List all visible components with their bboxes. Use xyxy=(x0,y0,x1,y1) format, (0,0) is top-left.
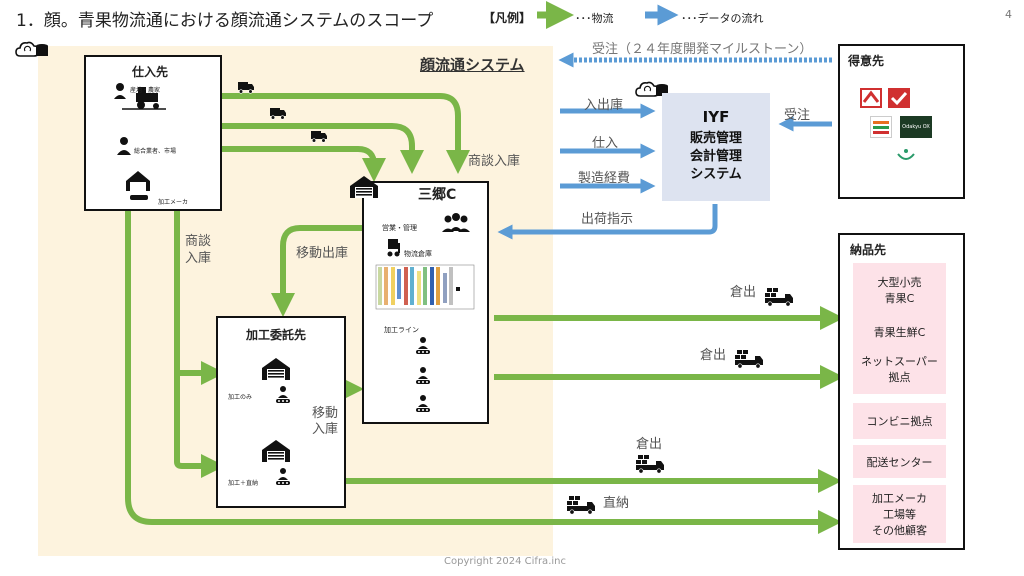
iyf-line-3: 会計管理 xyxy=(689,149,742,164)
label-transfer-in-line2: 入庫 xyxy=(312,422,339,437)
sango-title: 三郷C xyxy=(416,184,459,204)
label-purchase: 仕入 xyxy=(592,136,619,151)
label-order: 受注 xyxy=(784,108,811,123)
farm-icon xyxy=(114,83,166,110)
sango-warehouse-label: 物流倉庫 xyxy=(404,250,432,258)
label-order-milestone: 受注（２４年度開発マイルストーン） xyxy=(592,42,813,57)
sango-processing-line-label: 加工ライン xyxy=(384,326,419,334)
sango-sales-label: 営業・管理 xyxy=(382,224,417,232)
label-shipping-instruction: 出荷指示 xyxy=(581,212,634,227)
iyf-line-1: IYF xyxy=(702,108,730,126)
destination-item-maker: 加工メーカ 工場等 その他顧客 xyxy=(853,485,946,543)
processing-only-label: 加工のみ xyxy=(228,394,253,401)
warehouse-shelving-image xyxy=(375,264,475,310)
label-negotiation-stock-2-line1: 商談 xyxy=(185,234,212,249)
forklift-icon xyxy=(387,239,400,257)
label-manufacturing-cost: 製造経費 xyxy=(578,171,631,186)
supplier-box: 仕入先 産地・農家 総合業者、市場 加工メーカ xyxy=(84,55,222,211)
staff-icon xyxy=(442,213,470,232)
label-transfer-out: 移動出庫 xyxy=(296,246,349,261)
retailer-logo-2 xyxy=(888,88,910,108)
label-in-out-stock: 入出庫 xyxy=(584,98,624,113)
supplier-item-market-label: 総合業者、市場 xyxy=(134,148,177,155)
destination-item-net-super: ネットスーパー 拠点 xyxy=(861,355,938,384)
market-trader-icon xyxy=(117,137,131,155)
destination-group-1 xyxy=(853,263,946,394)
destinations-title: 納品先 xyxy=(850,243,887,257)
label-transfer-in-line1: 移動 xyxy=(312,406,339,421)
legend-goods-flow-label: ･･･物流 xyxy=(575,12,614,25)
processing-worker-icons xyxy=(416,337,430,412)
odakyu-ox-logo: Odakyu OX xyxy=(900,116,932,138)
company-logo-green xyxy=(894,146,918,166)
legend-data-flow-label: ･･･データの流れ xyxy=(681,12,764,25)
retailer-logo-1 xyxy=(860,88,882,108)
iyf-line-4: システム xyxy=(690,167,742,182)
destination-item-distribution: 配送センター xyxy=(853,445,946,478)
label-direct-delivery: 直納 xyxy=(603,496,630,511)
label-negotiation-stock-2-line2: 入庫 xyxy=(185,251,212,266)
supplier-item-farm-label: 産地・農家 xyxy=(130,87,161,94)
page-number: 4 xyxy=(1005,8,1012,21)
supplier-title: 仕入先 xyxy=(132,65,169,79)
supplier-item-maker-label: 加工メーカ xyxy=(158,199,189,206)
label-ship-out-2: 倉出 xyxy=(700,348,727,363)
customer-box: 得意先 Odakyu OX xyxy=(838,44,965,199)
iyf-system-box: IYF 販売管理 会計管理 システム xyxy=(662,93,770,201)
processing-direct-label: 加工＋直納 xyxy=(228,480,259,487)
label-negotiation-stock-1: 商談入庫 xyxy=(468,154,521,169)
iyf-line-2: 販売管理 xyxy=(689,131,742,146)
sango-center-box: 営業・管理 物流倉庫 加工ライン xyxy=(362,181,489,424)
label-ship-out-1: 倉出 xyxy=(730,285,757,300)
destination-item-fresh: 青果生鮮C xyxy=(873,326,926,339)
processing-title: 加工委託先 xyxy=(246,328,307,342)
legend-title: 【凡例】 xyxy=(483,11,532,25)
page-title: 1．顔。青果物流通における顔流通システムのスコープ xyxy=(16,11,434,31)
label-ship-out-3: 倉出 xyxy=(636,437,663,452)
destination-item-convenience: コンビニ拠点 xyxy=(853,403,946,439)
convenience-store-logo xyxy=(870,116,892,138)
destination-item-large-retail: 大型小売 青果C xyxy=(877,276,922,305)
system-scope-label: 顔流通システム xyxy=(420,56,525,74)
customer-title: 得意先 xyxy=(848,54,885,68)
processing-maker-icon xyxy=(126,171,150,200)
processing-contractor-box: 加工委託先 加工のみ 加工＋直納 xyxy=(216,316,346,508)
copyright: Copyright 2024 Cifra.inc xyxy=(444,556,566,567)
